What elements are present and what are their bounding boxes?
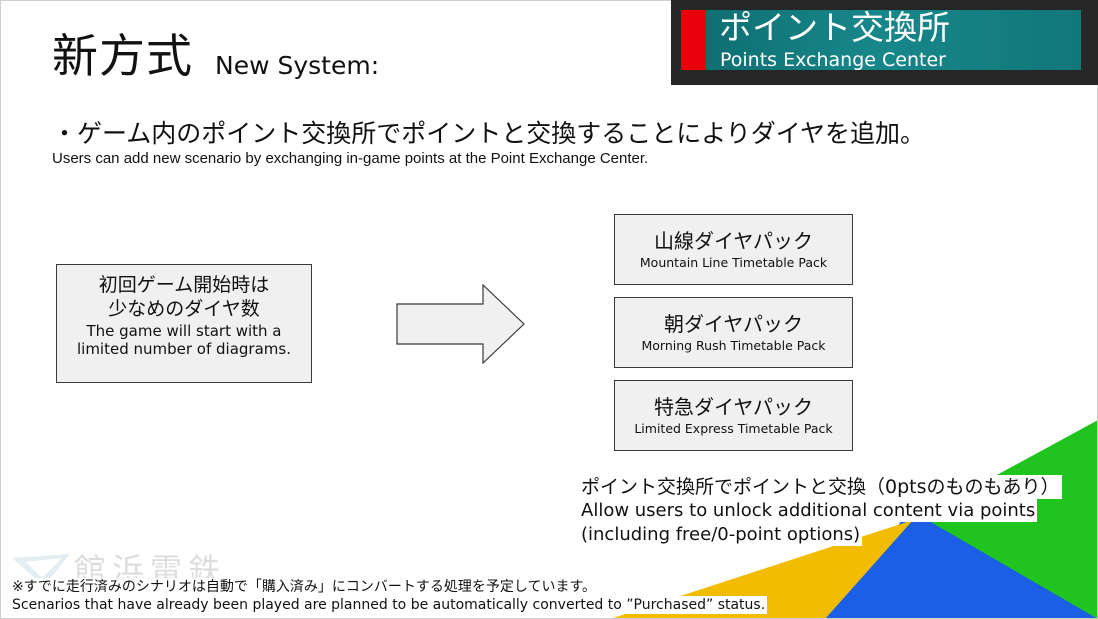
right-arrow-icon bbox=[396, 284, 525, 364]
exchange-note-en-line1: Allow users to unlock additional content… bbox=[581, 499, 1038, 522]
pack-mountain-line: 山線ダイヤパック Mountain Line Timetable Pack bbox=[614, 214, 853, 285]
pack-title-jp: 特急ダイヤパック bbox=[654, 395, 813, 419]
page-title: 新方式 bbox=[52, 29, 193, 83]
footnote-jp: ※すでに走行済みのシナリオは自動で「購入済み」にコンバートする処理を予定していま… bbox=[12, 578, 599, 596]
exchange-note-jp: ポイント交換所でポイントと交換（0ptsのものもあり） bbox=[581, 475, 1062, 499]
pack-limited-express: 特急ダイヤパック Limited Express Timetable Pack bbox=[614, 380, 853, 451]
blue-triangle bbox=[825, 510, 1098, 619]
page-subtitle: New System: bbox=[215, 51, 380, 80]
intro-text-en: Users can add new scenario by exchanging… bbox=[52, 150, 649, 167]
intro-text-jp: ・ゲーム内のポイント交換所でポイントと交換することによりダイヤを追加。 bbox=[52, 119, 926, 148]
start-box-jp-line1: 初回ゲーム開始時は bbox=[98, 274, 270, 296]
badge-subtitle: Points Exchange Center bbox=[720, 49, 946, 71]
logo-wing-icon bbox=[12, 554, 70, 586]
pack-title-jp: 朝ダイヤパック bbox=[664, 312, 803, 336]
initial-diagrams-box: 初回ゲーム開始時は 少なめのダイヤ数 The game will start w… bbox=[56, 264, 312, 383]
pack-title-en: Mountain Line Timetable Pack bbox=[639, 255, 828, 270]
header-badge: ポイント交換所 Points Exchange Center bbox=[671, 0, 1098, 85]
pack-title-en: Morning Rush Timetable Pack bbox=[641, 338, 826, 353]
pack-morning-rush: 朝ダイヤパック Morning Rush Timetable Pack bbox=[614, 297, 853, 368]
pack-title-en: Limited Express Timetable Pack bbox=[634, 421, 833, 436]
badge-red-accent bbox=[681, 10, 706, 70]
footnote-en: Scenarios that have already been played … bbox=[12, 596, 768, 614]
exchange-note-en-line2: (including free/0-point options) bbox=[581, 523, 863, 546]
pack-title-jp: 山線ダイヤパック bbox=[654, 229, 813, 253]
start-box-jp-line2: 少なめのダイヤ数 bbox=[108, 298, 260, 320]
badge-teal-panel bbox=[706, 10, 1081, 70]
badge-title: ポイント交換所 bbox=[719, 8, 950, 47]
start-box-en: The game will start with a limited numbe… bbox=[76, 322, 291, 358]
